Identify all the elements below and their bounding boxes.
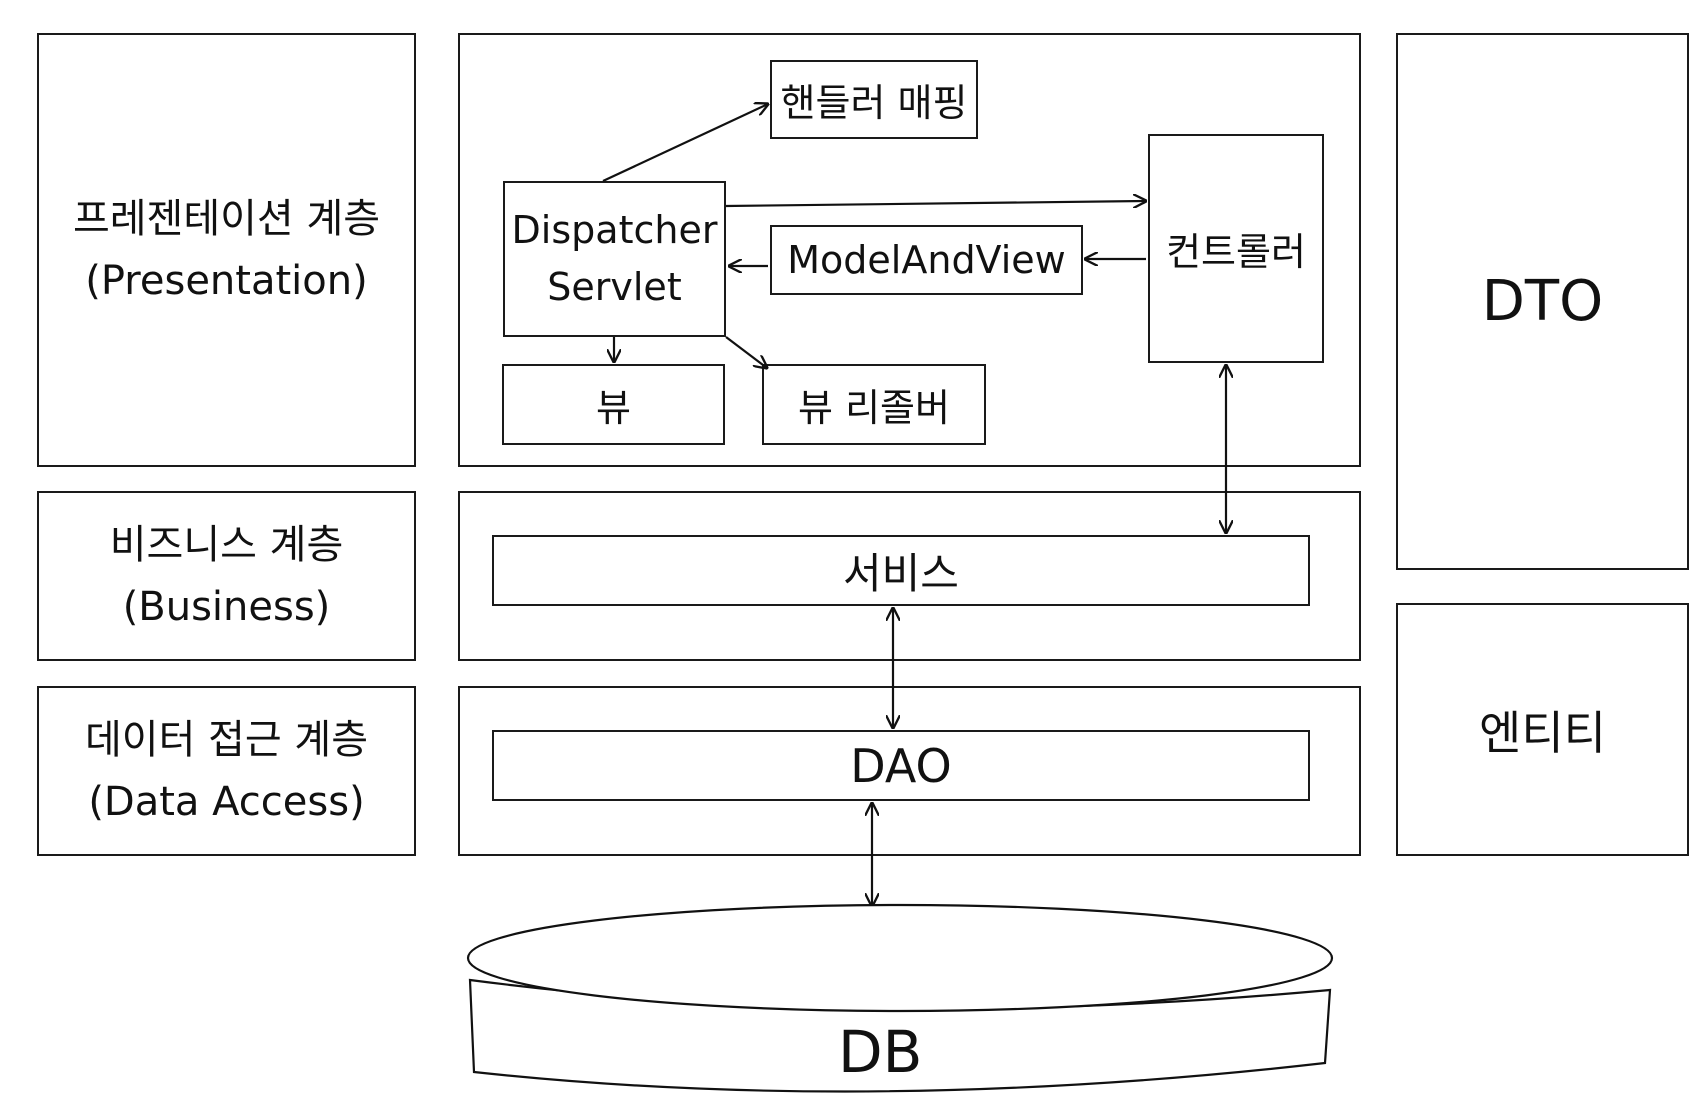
dispatcher-servlet-box: Dispatcher Servlet — [503, 181, 726, 337]
business-layer-container — [458, 491, 1361, 661]
dispatcher-servlet-label: Dispatcher Servlet — [511, 208, 718, 309]
view-box: 뷰 — [502, 364, 725, 445]
entity-box: 엔티티 — [1396, 603, 1689, 856]
dto-label: DTO — [1481, 269, 1604, 334]
data-access-layer-container — [458, 686, 1361, 856]
service-label: 서비스 — [843, 549, 959, 598]
controller-label: 컨트롤러 — [1166, 230, 1306, 274]
controller-box: 컨트롤러 — [1148, 134, 1324, 363]
business-layer-label: 비즈니스 계층 (Business) — [109, 522, 344, 630]
data-access-layer-label: 데이터 접근 계층 (Data Access) — [84, 717, 369, 825]
view-resolver-label: 뷰 리졸버 — [798, 386, 950, 430]
model-and-view-box: ModelAndView — [770, 225, 1083, 295]
presentation-layer-container — [458, 33, 1361, 467]
service-box: 서비스 — [492, 535, 1310, 606]
db-label: DB — [838, 1018, 923, 1086]
handler-mapping-label: 핸들러 매핑 — [780, 81, 968, 125]
handler-mapping-box: 핸들러 매핑 — [770, 60, 978, 139]
data-access-layer-label-box: 데이터 접근 계층 (Data Access) — [37, 686, 416, 856]
dao-box: DAO — [492, 730, 1310, 801]
dto-box: DTO — [1396, 33, 1689, 570]
model-and-view-label: ModelAndView — [787, 238, 1066, 282]
view-label: 뷰 — [596, 386, 631, 430]
entity-label: 엔티티 — [1479, 705, 1606, 760]
view-resolver-box: 뷰 리졸버 — [762, 364, 986, 445]
business-layer-label-box: 비즈니스 계층 (Business) — [37, 491, 416, 661]
presentation-layer-label: 프레젠테이션 계층 (Presentation) — [72, 196, 381, 304]
presentation-layer-label-box: 프레젠테이션 계층 (Presentation) — [37, 33, 416, 467]
dao-label: DAO — [850, 738, 952, 793]
